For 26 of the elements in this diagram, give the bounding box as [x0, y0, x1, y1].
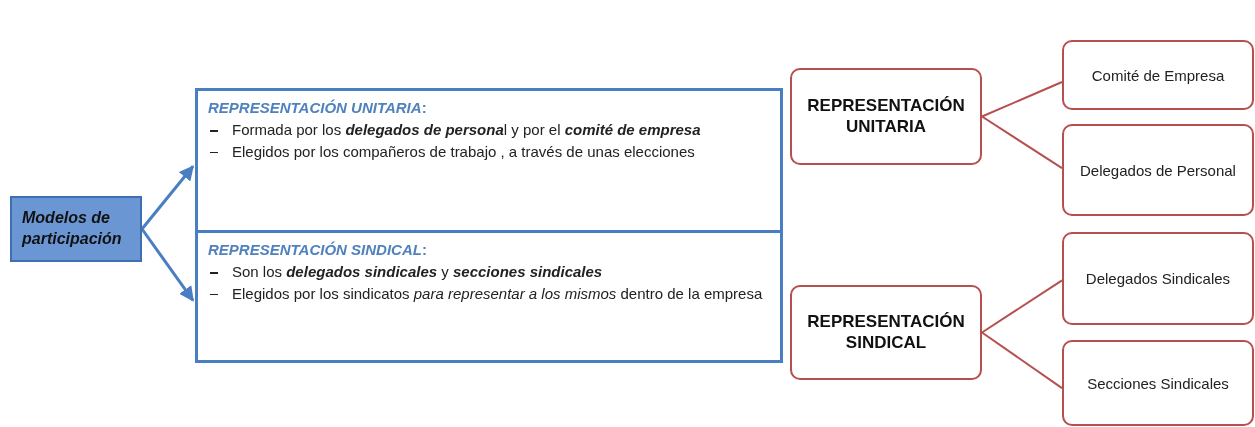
bullet-text: Elegidos por los sindicatos para representar a los mismos dentro de la empresa — [232, 283, 763, 304]
rounded-box — [1062, 124, 1254, 216]
rounded-box — [1062, 232, 1254, 325]
section-heading: REPRESENTACIÓN SINDICAL: — [208, 241, 428, 258]
bullet-text: Formada por los delegados de personal y por el comité de empresa — [232, 120, 701, 140]
box-label: Delegados de Personal — [1080, 160, 1236, 181]
box-label: Modelos de participación — [22, 208, 123, 249]
connector-line — [981, 115, 1063, 170]
connector-line — [981, 279, 1063, 334]
box-label: Secciones Sindicales — [1087, 373, 1229, 394]
rounded-box — [1062, 340, 1254, 426]
box-label: REPRESENTACIÓN SINDICAL — [806, 312, 966, 353]
connector-line — [981, 81, 1063, 118]
bullet-text: Son los delegados sindicales y secciones sindicales — [232, 262, 603, 282]
bullet-text: Elegidos por los compañeros de trabajo , a través de unas elecciones — [232, 141, 695, 162]
box-label: Delegados Sindicales — [1085, 269, 1231, 289]
connector-line — [981, 331, 1063, 390]
box-label: REPRESENTACIÓN UNITARIA — [806, 96, 966, 137]
rounded-box — [790, 285, 982, 380]
rounded-box — [790, 68, 982, 165]
rounded-box — [1062, 40, 1254, 110]
category-box — [10, 196, 142, 262]
text-panel — [195, 88, 783, 233]
box-label: Comité de Empresa — [1091, 65, 1225, 86]
text-panel — [195, 230, 783, 363]
section-heading: REPRESENTACIÓN UNITARIA: — [208, 99, 428, 116]
